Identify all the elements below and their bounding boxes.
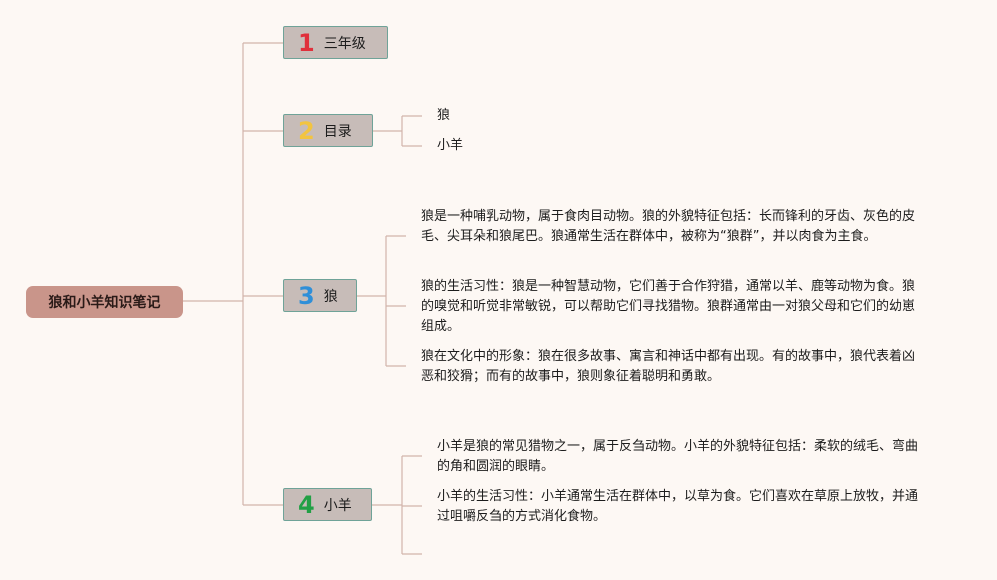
topic-2-label: 目录 [323,123,352,140]
number-1-icon: 1 [298,28,315,57]
topic-3-label: 狼 [323,288,338,305]
topic-2[interactable]: 2 目录 [283,114,373,147]
lamb-habits[interactable]: 小羊的生活习性：小羊通常生活在群体中，以草为食。它们喜欢在草原上放牧，并通过咀嚼… [437,489,919,524]
topic-4[interactable]: 4 小羊 [283,488,372,521]
wolf-habits[interactable]: 狼的生活习性：狼是一种智慧动物，它们善于合作狩猎，通常以羊、鹿等动物为食。狼的嗅… [421,279,916,334]
topic-1[interactable]: 1 三年级 [283,26,388,59]
root-node[interactable]: 狼和小羊知识笔记 [26,286,183,318]
topic-2-child-lamb[interactable]: 小羊 [437,138,464,153]
lamb-description[interactable]: 小羊是狼的常见猎物之一，属于反刍动物。小羊的外貌特征包括：柔软的绒毛、弯曲的角和… [437,439,919,474]
wolf-culture[interactable]: 狼在文化中的形象：狼在很多故事、寓言和神话中都有出现。有的故事中，狼代表着凶恶和… [421,349,916,384]
root-label: 狼和小羊知识笔记 [48,295,161,311]
number-4-icon: 4 [298,490,315,519]
topic-1-label: 三年级 [323,35,366,52]
topic-2-child-wolf[interactable]: 狼 [437,108,451,123]
topic-3[interactable]: 3 狼 [283,279,357,312]
number-3-icon: 3 [298,281,315,310]
number-2-icon: 2 [298,116,315,145]
wolf-description[interactable]: 狼是一种哺乳动物，属于食肉目动物。狼的外貌特征包括：长而锋利的牙齿、灰色的皮毛、… [421,209,916,244]
topic-4-label: 小羊 [323,497,352,514]
